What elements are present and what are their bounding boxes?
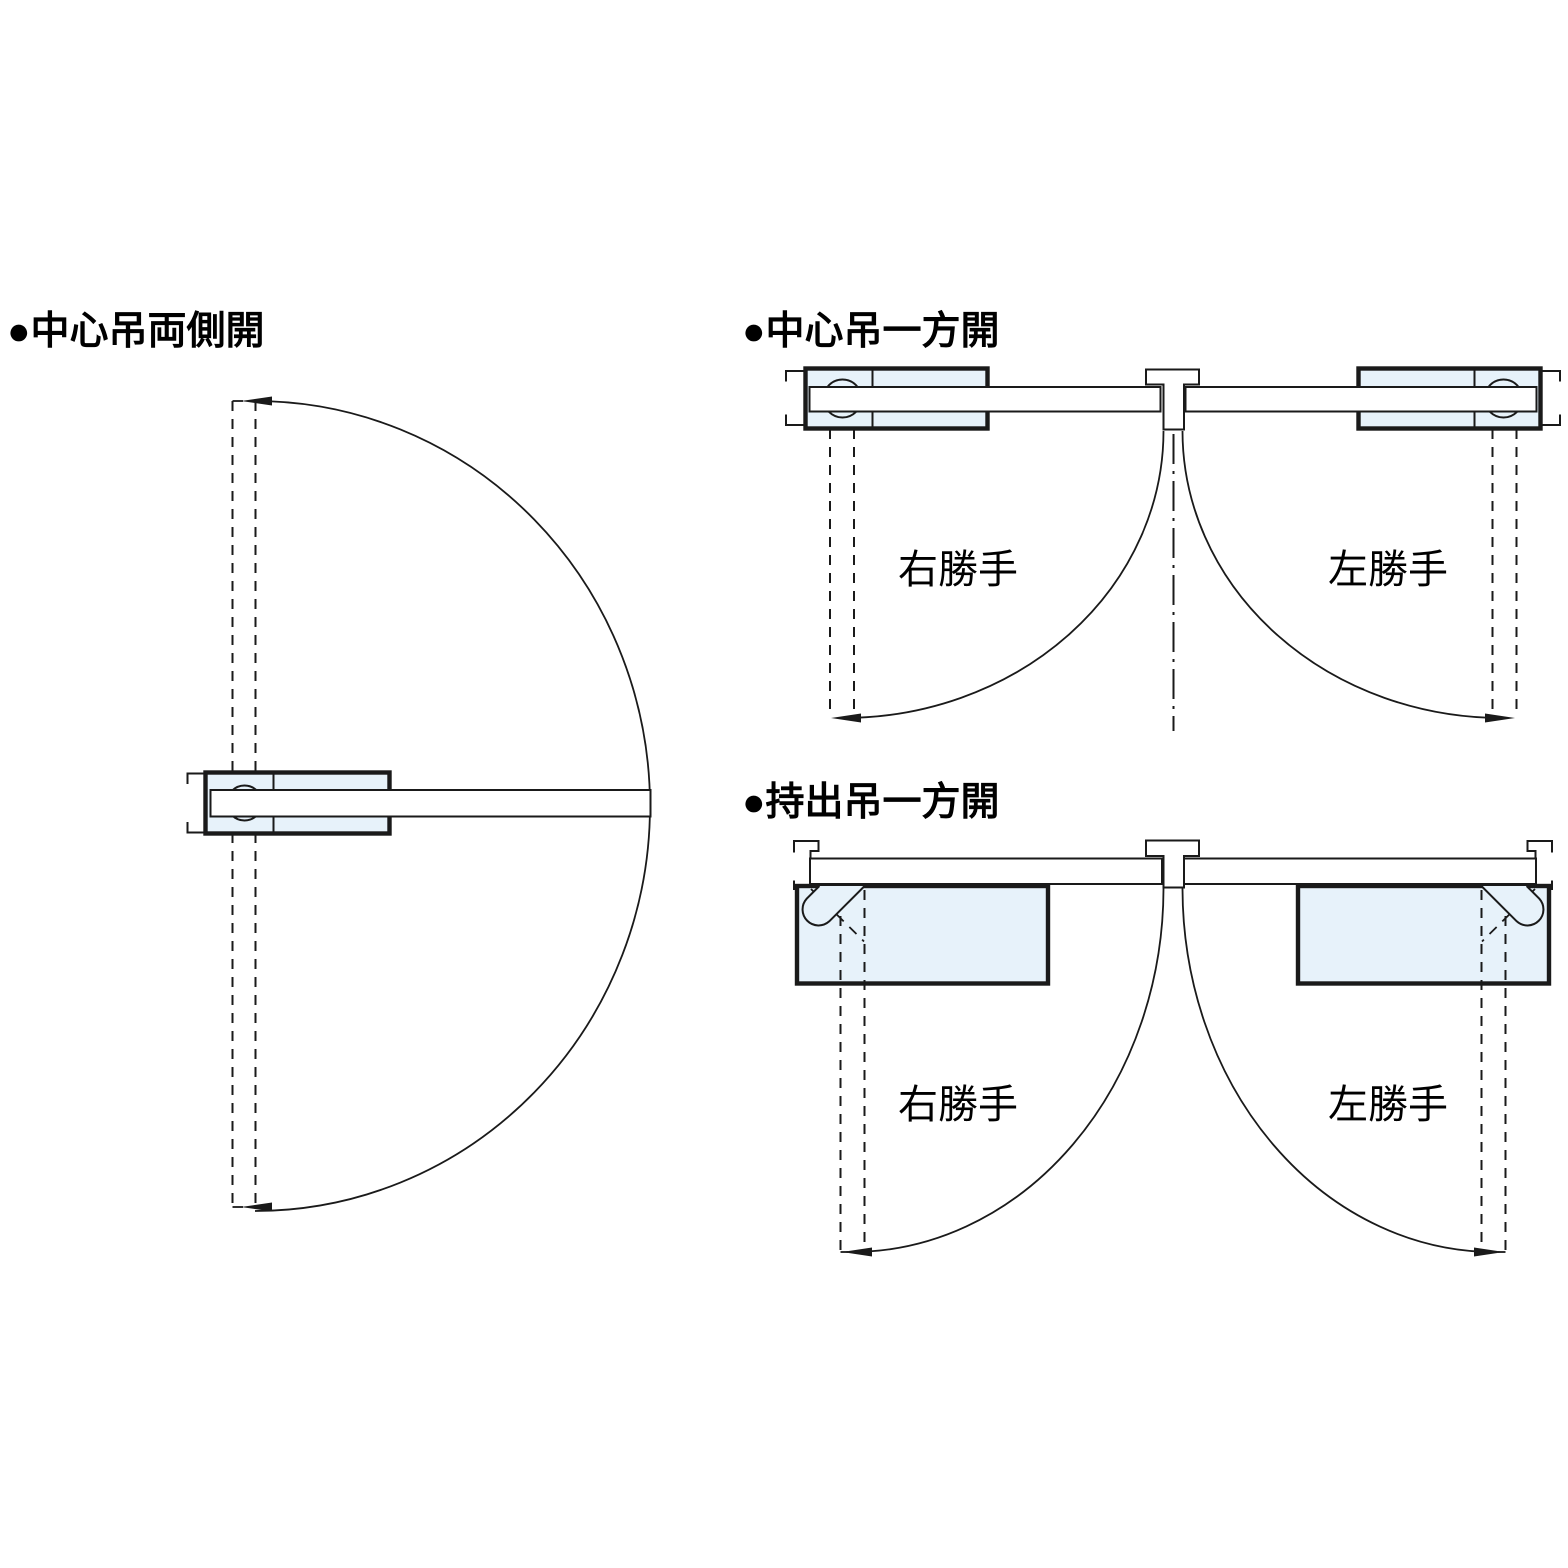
swing-arc: [1181, 887, 1495, 1253]
swing-label-right-hand: 右勝手: [898, 548, 1018, 592]
frame-bracket: [785, 414, 806, 426]
diagram-title: ●中心吊一方開: [742, 310, 1000, 353]
door-leaf: [1183, 857, 1537, 885]
hidden-arm-dashed-line: [1481, 888, 1536, 943]
center-post: [1145, 368, 1200, 431]
offset-pivot-arm-outline: [801, 885, 866, 927]
door-leaf: [808, 386, 1162, 413]
frame-bracket: [1526, 840, 1553, 859]
diagram-offset-hung-single: ●持出吊一方開 右勝手: [742, 781, 1553, 1257]
swing-arc: [1181, 430, 1503, 719]
door-leaf: [1184, 386, 1538, 413]
center-post: [1145, 839, 1200, 889]
diagram-center-hung-double: ●中心吊両側開: [7, 310, 652, 1212]
arrow-head: [241, 396, 272, 406]
frame-bracket: [793, 840, 820, 859]
swing-label-left-hand: 左勝手: [1328, 1083, 1448, 1127]
diagram-title: ●持出吊一方開: [742, 781, 1000, 824]
door-leaf: [809, 857, 1163, 885]
swing-arc: [842, 430, 1165, 719]
arrow-head: [831, 713, 861, 723]
swing-label-right-hand: 右勝手: [898, 1083, 1018, 1127]
frame-bracket: [1540, 370, 1561, 382]
offset-pivot-arm: [802, 886, 865, 926]
offset-pivot-arm: [1481, 886, 1544, 926]
arrow-head: [1474, 1247, 1504, 1257]
swing-arc: [851, 887, 1165, 1253]
swing-label-left-hand: 左勝手: [1328, 548, 1448, 592]
diagram-center-hung-single: ●中心吊一方開 右勝手 左勝手: [742, 310, 1561, 731]
diagram-title: ●中心吊両側開: [7, 310, 265, 353]
arrow-head: [241, 1202, 272, 1212]
arrow-head: [1485, 713, 1515, 723]
frame-bracket: [186, 772, 205, 784]
frame-bracket: [186, 822, 205, 834]
hidden-arm-dashed-line: [810, 888, 865, 943]
frame-bracket: [785, 370, 806, 382]
arrow-head: [842, 1247, 872, 1257]
frame-bracket: [1540, 414, 1561, 426]
door-leaf: [209, 789, 652, 818]
offset-pivot-arm-outline: [1480, 885, 1545, 927]
